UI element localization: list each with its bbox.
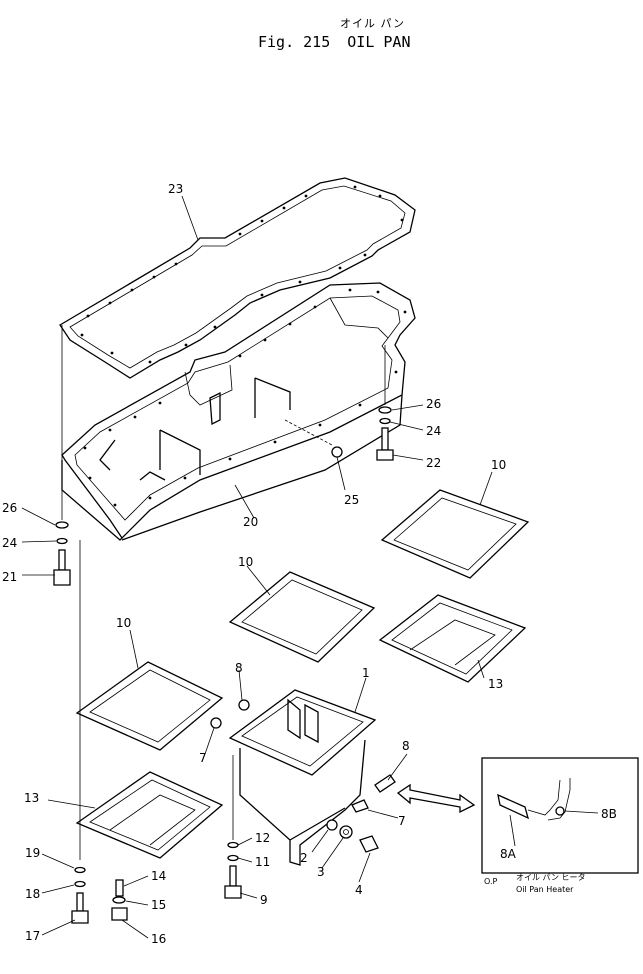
oil-pan-body-20: [61, 282, 416, 541]
fastener-stack-bottom-left: [71, 866, 89, 924]
gasket-13-right: [378, 594, 527, 683]
callout-7-right: 7: [398, 814, 406, 828]
callout-10-right: 10: [491, 458, 506, 472]
callout-13-right: 13: [488, 677, 503, 691]
gasket-10-middle: [228, 571, 376, 663]
callout-26-left: 26: [2, 501, 17, 515]
callout-7-left: 7: [199, 751, 207, 765]
callout-14: 14: [151, 869, 166, 883]
callout-13-left: 13: [24, 791, 39, 805]
drain-plug-2-3-4: [326, 819, 379, 853]
plug-7-left: [210, 717, 222, 729]
callout-18: 18: [25, 887, 40, 901]
gasket-10-right: [380, 489, 530, 579]
sump-1: [228, 689, 377, 866]
callout-20: 20: [243, 515, 258, 529]
callout-10-middle: 10: [238, 555, 253, 569]
fastener-stack-left: [53, 521, 71, 586]
fastener-stack-center: [224, 841, 242, 899]
inset-caption-en: Oil Pan Heater: [516, 885, 574, 894]
callout-9: 9: [260, 893, 268, 907]
oil-pan-20-bolt-holes: [83, 288, 407, 507]
figure-header: オイル パン Fig. 215 OIL PAN: [0, 14, 643, 54]
leader-lines: [21, 195, 599, 939]
callout-8-right: 8: [402, 739, 410, 753]
callout-24-right: 24: [426, 424, 441, 438]
gasket-13-left: [75, 771, 224, 859]
inset-oil-pan-heater: [481, 757, 639, 874]
plug-25: [331, 446, 346, 491]
callout-25: 25: [344, 493, 359, 507]
figure-number: Fig. 215: [258, 33, 331, 51]
fastener-stack-right: [376, 406, 394, 461]
gasket-10-left: [75, 661, 224, 751]
callout-4: 4: [355, 883, 363, 897]
plug-7-right: [351, 799, 369, 813]
inset-option-code: O.P: [484, 877, 498, 886]
callout-24-left: 24: [2, 536, 17, 550]
callout-19: 19: [25, 846, 40, 860]
callout-labels: 23 26 24 22 25 20 10 26 24 21 10 10 13 8…: [2, 182, 617, 946]
callout-8-left: 8: [235, 661, 243, 675]
callout-11: 11: [255, 855, 270, 869]
callout-26-right: 26: [426, 397, 441, 411]
callout-8B: 8B: [601, 807, 617, 821]
inset-caption: O.P オイル パン ヒータ Oil Pan Heater: [484, 873, 586, 894]
callout-12: 12: [255, 831, 270, 845]
plug-8-right: [374, 774, 396, 793]
double-arrow: [396, 783, 476, 814]
callout-21: 21: [2, 570, 17, 584]
callout-15: 15: [151, 898, 166, 912]
plug-8-left: [238, 699, 250, 711]
callout-2: 2: [300, 851, 308, 865]
gasket-23-bolt-holes: [80, 185, 404, 364]
callout-23: 23: [168, 182, 183, 196]
callout-8A: 8A: [500, 847, 517, 861]
gasket-23: [59, 177, 416, 379]
figure-name: OIL PAN: [347, 33, 411, 51]
alignment-lines: [61, 325, 386, 860]
callout-1: 1: [362, 666, 370, 680]
callout-16: 16: [151, 932, 166, 946]
japanese-title: オイル パン: [340, 17, 406, 30]
figure-title: Fig. 215 OIL PAN: [258, 33, 419, 51]
callout-3: 3: [317, 865, 325, 879]
fastener-stack-bottom-mid: [111, 879, 128, 921]
inset-caption-jp: オイル パン ヒータ: [516, 873, 586, 882]
callout-17: 17: [25, 929, 40, 943]
callout-22: 22: [426, 456, 441, 470]
callout-10-left: 10: [116, 616, 131, 630]
